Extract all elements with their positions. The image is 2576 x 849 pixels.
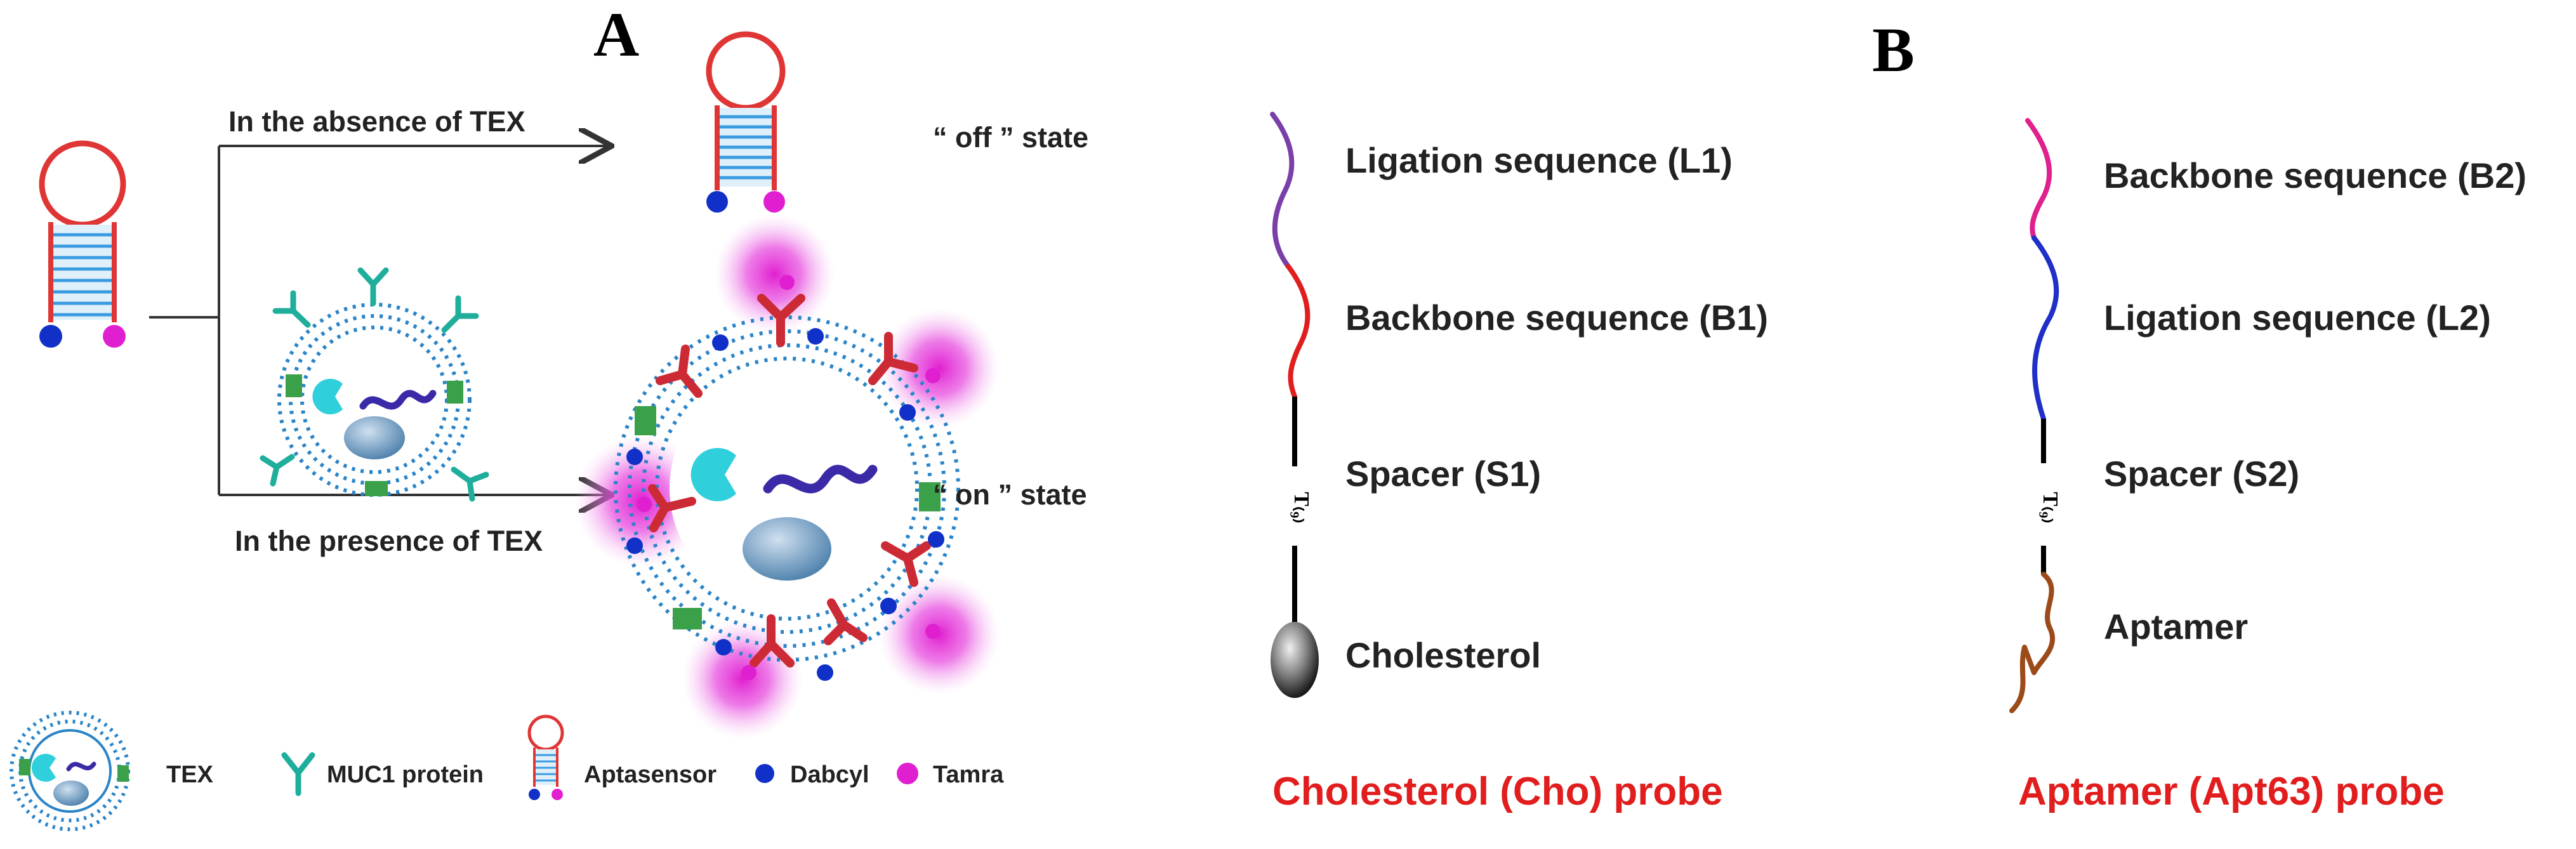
legend-muc1-icon (281, 752, 315, 796)
cholesterol-probe-diagram: T₍₉₎ (1270, 112, 1319, 698)
legend-tamra-icon (897, 763, 918, 784)
ligation-segment-l2 (2031, 235, 2059, 421)
cho-part-1: Ligation sequence (L1) (1345, 140, 1733, 180)
backbone-segment-b1 (1286, 264, 1311, 399)
apt-part-1: Backbone sequence (B2) (2104, 155, 2526, 195)
cho-part-3: Spacer (S1) (1345, 454, 1541, 494)
tamra-dot (103, 325, 126, 348)
on-state-label: “ on ” state (933, 478, 1087, 511)
legend-muc1-label: MUC1 protein (327, 761, 484, 788)
cho-part-2: Backbone sequence (B1) (1345, 298, 1768, 338)
off-state-label: “ off ” state (933, 121, 1088, 154)
ligation-segment-l1 (1270, 112, 1295, 269)
cholesterol-icon (1271, 622, 1319, 698)
off-state-aptasensor-icon (706, 31, 786, 213)
spacer-mark-s2: T₍₉₎ (2038, 492, 2062, 523)
panel-b-label: B (1872, 15, 1915, 85)
presence-text: In the presence of TEX (235, 525, 543, 557)
spacer-mark-s1: T₍₉₎ (1290, 492, 1313, 523)
legend-dabcyl-icon (755, 764, 774, 783)
reaction-arrows (149, 146, 609, 495)
panel-a-label: A (593, 0, 639, 70)
legend: TEX MUC1 protein Aptasensor Dabcyl Tamra (10, 711, 1004, 831)
legend-dabcyl-label: Dabcyl (790, 761, 869, 788)
apt-probe-title: Aptamer (Apt63) probe (2018, 770, 2445, 813)
absence-text: In the absence of TEX (228, 105, 525, 138)
aptamer-probe-diagram: T₍₉₎ (2009, 118, 2062, 713)
dabcyl-dot (39, 325, 62, 348)
cho-part-4: Cholesterol (1345, 635, 1541, 675)
legend-aptasensor-label: Aptasensor (584, 761, 717, 788)
input-aptasensor-icon (39, 140, 126, 348)
legend-tex-label: TEX (166, 761, 214, 788)
on-state-vesicle-icon (574, 214, 1000, 739)
apt-part-2: Ligation sequence (L2) (2104, 298, 2491, 338)
legend-tamra-label: Tamra (933, 761, 1004, 788)
apt-part-4: Aptamer (2104, 607, 2248, 647)
backbone-segment-b2 (2025, 118, 2052, 240)
aptamer-strand-icon (2009, 572, 2056, 713)
tex-vesicle-icon (260, 267, 489, 502)
legend-tex-icon (10, 711, 130, 831)
cho-probe-title: Cholesterol (Cho) probe (1272, 770, 1723, 813)
legend-aptasensor-icon (527, 714, 564, 800)
apt-part-3: Spacer (S2) (2104, 454, 2299, 494)
